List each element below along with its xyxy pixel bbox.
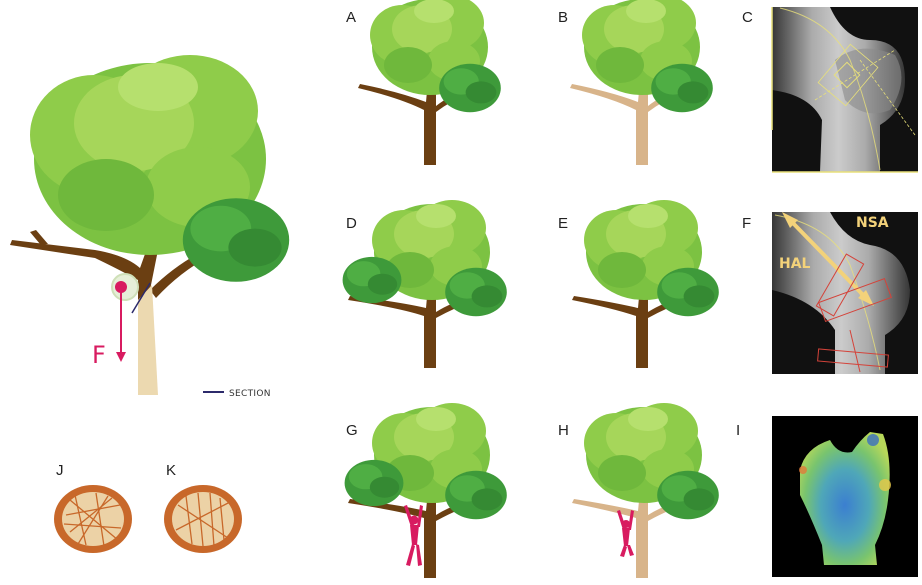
panel-label-c: C bbox=[742, 9, 753, 26]
cross-section-j bbox=[54, 485, 132, 553]
tree-g bbox=[344, 403, 507, 578]
panel-label-b: B bbox=[558, 9, 568, 26]
tree-a bbox=[358, 0, 501, 165]
panel-label-i: I bbox=[736, 422, 740, 439]
panel-label-f: F bbox=[742, 215, 751, 232]
main-trunk-section bbox=[138, 285, 158, 395]
hal-label: HAL bbox=[779, 256, 811, 272]
panel-label-g: G bbox=[346, 422, 358, 439]
panel-label-e: E bbox=[558, 215, 568, 232]
climber-figure-g bbox=[404, 505, 423, 566]
nsa-label: NSA bbox=[856, 215, 889, 231]
cross-section-k bbox=[164, 485, 242, 553]
force-arrow-head bbox=[116, 352, 126, 362]
heatmap-shape bbox=[800, 432, 890, 565]
heatmap-panel-i bbox=[772, 416, 918, 577]
xray-panel-f: HAL NSA bbox=[772, 212, 918, 374]
xray-panel-c bbox=[771, 7, 918, 173]
panel-label-j: J bbox=[56, 462, 64, 479]
tree-h bbox=[572, 403, 719, 578]
force-label: F bbox=[92, 341, 106, 369]
hal-arrow bbox=[788, 218, 868, 300]
legend-label: SECTION bbox=[229, 389, 271, 399]
nsa-construction-lines bbox=[815, 253, 892, 373]
tree-d bbox=[342, 200, 507, 368]
panel-label-d: D bbox=[346, 215, 357, 232]
climber-figure-h bbox=[617, 510, 634, 557]
main-trunk-brown bbox=[10, 240, 160, 395]
panel-label-a: A bbox=[346, 9, 356, 26]
main-bush bbox=[182, 198, 290, 282]
tree-e bbox=[572, 200, 719, 368]
panel-label-h: H bbox=[558, 422, 569, 439]
main-tree: F SECTION bbox=[10, 55, 290, 399]
section-line bbox=[131, 282, 151, 314]
panel-label-k: K bbox=[166, 462, 176, 479]
tree-b bbox=[570, 0, 713, 165]
main-twig bbox=[30, 230, 48, 244]
